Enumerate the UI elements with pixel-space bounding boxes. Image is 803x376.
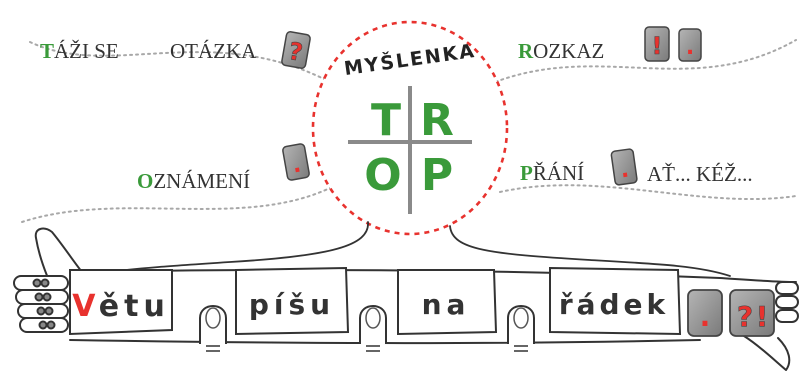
interrobang-key: ? ! bbox=[729, 289, 775, 337]
separator-bottom-left bbox=[21, 187, 331, 223]
space-thumb-1 bbox=[199, 305, 227, 352]
word-card-pisu: píšu bbox=[235, 266, 350, 336]
quadrant-letter-p: P bbox=[421, 150, 453, 201]
svg-text:!: ! bbox=[756, 300, 769, 333]
left-fingers bbox=[13, 275, 69, 333]
thought-string-right bbox=[449, 225, 731, 277]
prani-initial: P bbox=[520, 161, 533, 185]
label-prani: PŘÁNÍ . AŤ... KÉŽ... bbox=[520, 148, 753, 186]
quadrant-letter-r: R bbox=[420, 95, 454, 146]
word-card-radek: řádek bbox=[549, 266, 682, 336]
period-key-prani: . bbox=[610, 148, 638, 186]
exclamation-key: ! bbox=[644, 26, 670, 62]
svg-text:.: . bbox=[700, 300, 711, 333]
right-hand bbox=[743, 335, 791, 371]
rozkaz-rest: OZKAZ bbox=[533, 39, 604, 63]
label-prani-text: PŘÁNÍ bbox=[520, 161, 584, 185]
rozkaz-initial: R bbox=[518, 39, 534, 63]
arm-bottom-line bbox=[69, 339, 701, 344]
label-rozkaz-text: ROZKAZ bbox=[518, 39, 604, 63]
period-key-end: . bbox=[687, 289, 723, 337]
period-key-top: . bbox=[678, 28, 702, 62]
svg-text:na: na bbox=[422, 288, 471, 321]
label-otazka-text: OTÁZKA bbox=[170, 39, 257, 63]
quadrant-letter-o: O bbox=[364, 150, 401, 201]
arm-outline bbox=[34, 227, 797, 371]
svg-text:?: ? bbox=[737, 300, 753, 333]
separator-top-right bbox=[489, 39, 797, 85]
space-thumb-3 bbox=[507, 305, 535, 352]
space-thumbs bbox=[199, 305, 535, 352]
word1-initial: V bbox=[72, 289, 99, 324]
space-thumb-2 bbox=[359, 305, 387, 352]
label-at-kez: AŤ... KÉŽ... bbox=[647, 162, 753, 186]
arm-top-line bbox=[81, 269, 797, 283]
question-key: ? bbox=[281, 31, 311, 69]
thought-strings bbox=[109, 221, 731, 277]
tazi-rest: ÁŽI SE bbox=[54, 39, 119, 63]
thought-bubble: MYŠLENKA T R O P bbox=[311, 20, 509, 236]
tazi-initial: T bbox=[40, 39, 54, 63]
period-key-oznameni: . bbox=[282, 143, 310, 181]
label-tazi-se: TÁŽI SE bbox=[40, 39, 119, 63]
word1-rest: ětu bbox=[99, 289, 170, 324]
svg-text:píšu: píšu bbox=[249, 288, 335, 321]
separator-bottom-right bbox=[499, 184, 797, 201]
svg-text:Větu: Větu bbox=[72, 289, 170, 324]
prani-rest: ŘÁNÍ bbox=[533, 161, 584, 185]
svg-text:!: ! bbox=[652, 32, 663, 60]
label-oznameni-text: OZNÁMENÍ bbox=[137, 169, 250, 193]
right-fingers bbox=[775, 281, 799, 323]
label-tazi-se-text: TÁŽI SE bbox=[40, 39, 119, 63]
oznameni-initial: O bbox=[137, 169, 153, 193]
oznameni-rest: ZNÁMENÍ bbox=[153, 169, 250, 193]
separator-top-left bbox=[29, 41, 331, 83]
svg-text:.: . bbox=[686, 35, 694, 60]
quadrant-letter-t: T bbox=[371, 95, 401, 146]
thought-string-left bbox=[109, 221, 369, 273]
label-rozkaz: ROZKAZ ! . bbox=[518, 26, 702, 63]
word-card-na: na bbox=[397, 269, 498, 336]
svg-text:řádek: řádek bbox=[559, 288, 669, 321]
label-otazka: OTÁZKA ? bbox=[170, 31, 311, 69]
label-oznameni: OZNÁMENÍ . bbox=[137, 143, 310, 193]
svg-text:?: ? bbox=[286, 37, 305, 67]
word-card-vetu: Větu bbox=[69, 269, 173, 336]
svg-text:.: . bbox=[619, 157, 631, 183]
dotted-separators bbox=[21, 39, 797, 223]
